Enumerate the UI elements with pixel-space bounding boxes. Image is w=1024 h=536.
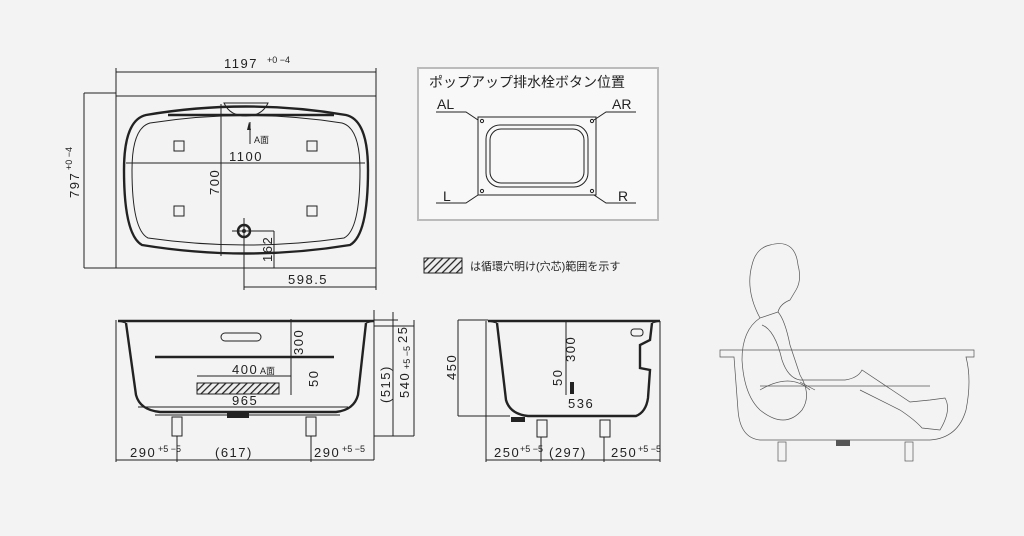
- corner-label-r: R: [618, 188, 628, 204]
- corner-label-al: AL: [437, 96, 454, 112]
- corner-label-l: L: [443, 188, 451, 204]
- popup-button-position-panel: ポップアップ排水栓ボタン位置 AL AR L R: [417, 67, 659, 221]
- side-view: 300 50 536 450 250 +5 −5 (297) 250 +5 −5: [444, 319, 661, 462]
- dim-250-left: 250: [494, 445, 520, 460]
- top-view: A面 1100 700 162 1197 +0 −4 797 +0 −4 598…: [64, 55, 377, 290]
- dim-50: 50: [306, 370, 321, 387]
- tolerance: +5 −5: [158, 444, 181, 454]
- hatch-swatch-icon: [423, 257, 463, 274]
- dim-300: 300: [563, 336, 578, 362]
- dim-1197: 1197: [224, 56, 258, 71]
- corner-label-ar: AR: [612, 96, 631, 112]
- face-a-label: A面: [260, 366, 275, 376]
- dim-536: 536: [568, 396, 594, 411]
- dim-515: (515): [378, 365, 393, 403]
- overflow-icon: [223, 102, 269, 117]
- dim-250-right: 250: [611, 445, 637, 460]
- dim-25: 25: [395, 326, 410, 343]
- dim-162: 162: [260, 236, 275, 262]
- dim-617: (617): [215, 445, 253, 460]
- circulation-fitting: [570, 382, 574, 394]
- dim-400: 400: [232, 362, 258, 377]
- person-in-tub-illustration: [719, 243, 975, 462]
- dim-540: 540: [397, 372, 412, 398]
- front-view: 300 400 A面 50 965 25 (515) 540 +5 −5 290…: [115, 310, 415, 462]
- dim-598-5: 598.5: [288, 272, 328, 287]
- panel-title: ポップアップ排水栓ボタン位置: [429, 74, 625, 90]
- legend-text: は循環穴明け(穴芯)範囲を示す: [470, 259, 620, 273]
- dim-300: 300: [291, 329, 306, 355]
- circulation-hole-range: [196, 382, 280, 395]
- dim-50: 50: [550, 369, 565, 386]
- handle-icon: [220, 332, 262, 342]
- dim-297: (297): [549, 445, 587, 460]
- dim-965: 965: [232, 393, 258, 408]
- tub-rim: [122, 105, 370, 255]
- dim-290-right: 290: [314, 445, 340, 460]
- dim-1100: 1100: [229, 149, 263, 164]
- dim-797: 797: [67, 172, 82, 198]
- tub-outline: [115, 95, 377, 269]
- hatch-legend: は循環穴明け(穴芯)範囲を示す: [423, 257, 620, 274]
- tolerance: +5 −5: [402, 346, 412, 369]
- tolerance: +5 −5: [638, 444, 661, 454]
- dim-290-left: 290: [130, 445, 156, 460]
- tolerance: +5 −5: [342, 444, 365, 454]
- tolerance: +5 −5: [520, 444, 543, 454]
- tolerance: +0 −4: [64, 147, 74, 170]
- dim-700: 700: [207, 169, 222, 195]
- tolerance: +0 −4: [267, 55, 290, 65]
- dim-450: 450: [444, 354, 459, 380]
- face-a-label: A面: [254, 135, 269, 145]
